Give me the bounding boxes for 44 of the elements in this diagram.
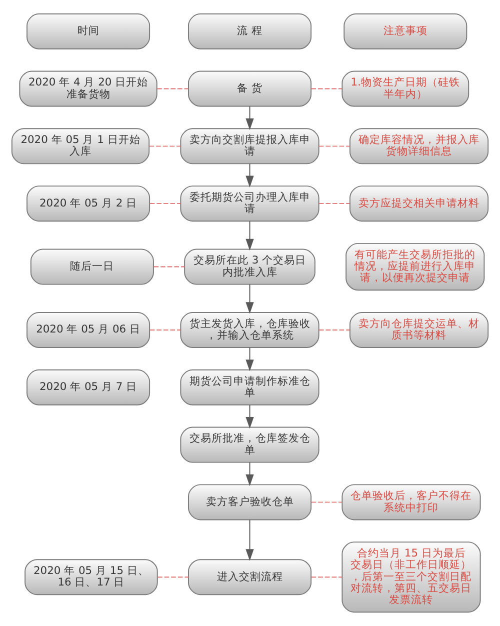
node-box: 卖方应提交相关申请材料 <box>349 186 489 222</box>
node-box: 随后一日 <box>30 248 154 285</box>
arrow <box>246 106 254 130</box>
arrow <box>246 519 254 561</box>
connector <box>310 576 343 578</box>
arrow <box>246 163 254 188</box>
arrow <box>246 220 254 251</box>
node-box: 有可能产生交易所拒批的情况，应提前进行入库申请，以便再次提交申请 <box>346 242 485 291</box>
connector <box>310 88 343 90</box>
node-box: 2020 年 05 月 2 日 <box>26 186 150 222</box>
node-box: 合约当月 15 日为最后交易日（非工作日顺延），后第一至三个交割日配对流转，第四、五交易日发票流转 <box>342 542 481 613</box>
node-box: 委托期货公司办理入库申请 <box>180 186 320 222</box>
node-box: 交易所批准，仓库签发仓单 <box>180 426 320 463</box>
node-box: 卖方向交割库提报入库申请 <box>180 128 320 164</box>
node-box: 卖方客户验收仓单 <box>188 484 312 520</box>
arrow <box>246 404 254 429</box>
node-box: 2020 年 05 月 1 日开始入库 <box>11 128 150 164</box>
node-box: 2020 年 05 月 06 日 <box>26 312 150 348</box>
node-box: 时间 <box>26 13 150 50</box>
connector <box>310 502 343 503</box>
arrow <box>246 462 254 486</box>
node-box: 期货公司申请制作标准仓单 <box>180 369 320 406</box>
node-box: 货主发货入库，仓库验收，并输入仓单系统 <box>180 312 320 348</box>
connector <box>149 203 182 204</box>
node-box: 仓单验收后，客户不得在系统中打印 <box>342 484 481 520</box>
connector <box>318 146 350 147</box>
node-box: 交易所在此 3 个交易日内批准入库 <box>184 248 316 285</box>
connector <box>156 88 189 90</box>
node-box: 1.物资生产日期（硅铁半年内） <box>342 70 470 107</box>
node-box: 2020 年 05 月 7 日 <box>26 369 150 406</box>
node-box: 确定库容情况，并报入库货物详细信息 <box>349 128 489 164</box>
node-box: 流 程 <box>188 13 312 50</box>
connector <box>148 146 182 147</box>
connector <box>318 203 350 204</box>
connector <box>156 576 189 578</box>
node-box: 注意事项 <box>344 13 468 50</box>
node-box: 卖方向仓库提交运单、材质书等材料 <box>349 312 489 348</box>
connector <box>153 266 185 268</box>
arrow <box>246 347 254 372</box>
node-box: 进入交割流程 <box>188 559 312 596</box>
node-box: 2020 年 05 月 15 日、16 日、17 日 <box>24 559 158 596</box>
arrow <box>246 284 254 314</box>
node-box: 备 货 <box>188 70 312 107</box>
node-box: 2020 年 4 月 20 日开始准备货物 <box>19 70 158 107</box>
